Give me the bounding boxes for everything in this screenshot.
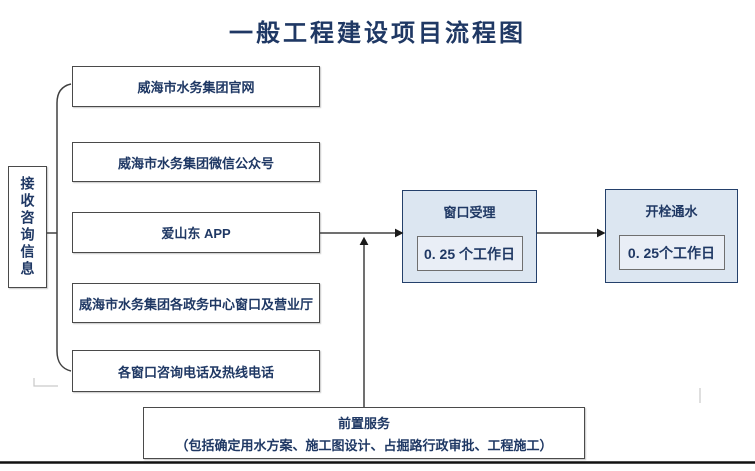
stage-title: 窗口受理 (443, 205, 496, 220)
channel-box-service-hall-window: 威海市水务集团各政务中心窗口及营业厅 (72, 283, 320, 323)
stage-title: 开栓通水 (645, 204, 698, 219)
channel-box-hotline: 各窗口咨询电话及热线电话 (72, 350, 320, 392)
stage-box-water-turn-on: 开栓通水 0. 25个工作日 (605, 189, 738, 283)
stage-duration-box: 0. 25个工作日 (618, 235, 725, 270)
stage-duration-box: 0. 25 个工作日 (416, 236, 523, 271)
brace-connector (56, 83, 72, 372)
channel-box-aishandong-app: 爱山东 APP (72, 212, 320, 253)
arrowhead-pre-service (359, 236, 369, 245)
channel-label: 威海市水务集团各政务中心窗口及营业厅 (78, 296, 313, 312)
pre-service-title: 前置服务 (337, 415, 390, 431)
pre-service-box: 前置服务 （包括确定用水方案、施工图设计、占掘路行政审批、工程施工） (143, 407, 585, 459)
placeholder-corner-mark (33, 378, 58, 387)
channel-label: 各窗口咨询电话及热线电话 (117, 364, 274, 380)
receive-info-box: 接收咨询信息 (8, 166, 47, 288)
channel-label: 爱山东 APP (161, 226, 231, 241)
channel-box-wechat-account: 威海市水务集团微信公众号 (72, 142, 320, 182)
channel-label: 威海市水务集团微信公众号 (117, 155, 274, 171)
channel-label: 威海市水务集团官网 (137, 80, 255, 95)
pre-service-detail: （包括确定用水方案、施工图设计、占掘路行政审批、工程施工） (175, 437, 553, 453)
receive-info-label: 接收咨询信息 (19, 176, 36, 278)
page-title: 一般工程建设项目流程图 (229, 20, 526, 47)
channel-box-official-website: 威海市水务集团官网 (72, 66, 320, 107)
stage-box-window-acceptance: 窗口受理 0. 25 个工作日 (402, 190, 537, 283)
